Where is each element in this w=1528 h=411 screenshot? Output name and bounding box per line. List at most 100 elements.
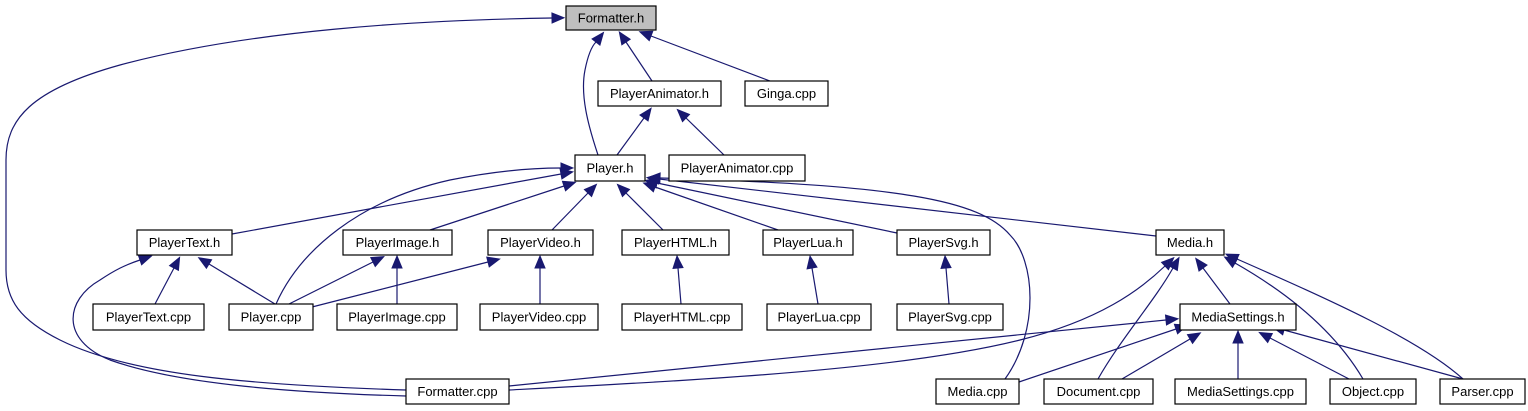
edge-line: [685, 117, 725, 156]
node-playeranimator-cpp[interactable]: PlayerAnimator.cpp: [668, 154, 806, 182]
node-playerimage-cpp[interactable]: PlayerImage.cpp: [336, 303, 458, 331]
node-media-h[interactable]: Media.h: [1155, 229, 1225, 256]
node-label: Formatter.h: [578, 11, 644, 26]
edge-parser_cpp-to-mediasettings_h: [1271, 324, 1464, 380]
node-playervideo-cpp[interactable]: PlayerVideo.cpp: [479, 303, 599, 331]
node-formatter-cpp[interactable]: Formatter.cpp: [405, 378, 510, 405]
node-playerlua-h[interactable]: PlayerLua.h: [762, 229, 854, 256]
arrowhead-icon: [1195, 257, 1208, 272]
arrowhead-icon: [369, 256, 385, 268]
node-box: [621, 303, 743, 331]
edge-line: [72, 259, 407, 397]
node-player-h[interactable]: Player.h: [574, 154, 646, 182]
edge-line: [508, 265, 1166, 391]
node-playervideo-h[interactable]: PlayerVideo.h: [487, 229, 594, 256]
arrowhead-icon: [645, 173, 661, 185]
node-label: MediaSettings.h: [1191, 310, 1284, 325]
node-box: [336, 303, 458, 331]
node-object-cpp[interactable]: Object.cpp: [1329, 378, 1417, 405]
edge-mediasettings_h-to-media_h: [1195, 257, 1231, 305]
arrowhead-icon: [1224, 253, 1240, 265]
node-playersvg-cpp[interactable]: PlayerSvg.cpp: [896, 303, 1004, 331]
node-box: [574, 154, 646, 182]
edge-line: [311, 261, 489, 308]
edge-line: [275, 167, 562, 305]
node-label: Media.h: [1167, 235, 1213, 250]
node-media-cpp[interactable]: Media.cpp: [935, 378, 1020, 405]
edge-ginga_cpp-to-formatter_h: [638, 30, 771, 82]
edge-line: [288, 261, 374, 305]
edge-player_h-to-playeranimator_h: [616, 107, 652, 156]
arrowhead-icon: [1186, 332, 1202, 345]
node-playeranimator-h[interactable]: PlayerAnimator.h: [597, 80, 722, 107]
edge-line: [625, 192, 664, 231]
edge-line: [429, 185, 565, 231]
edge-player_h-to-formatter_h: [582, 31, 605, 156]
arrowhead-icon: [534, 254, 546, 269]
edge-playertext_h-to-player_h: [231, 168, 575, 235]
node-box: [668, 154, 806, 182]
edge-playervideo_h-to-player_h: [551, 183, 598, 231]
node-box: [405, 378, 510, 405]
edge-document_cpp-to-media_h: [1097, 256, 1180, 380]
edge-line: [508, 319, 1167, 387]
node-playersvg-h[interactable]: PlayerSvg.h: [896, 229, 991, 256]
edge-line: [1018, 328, 1177, 383]
node-label: PlayerLua.cpp: [777, 310, 860, 325]
node-mediasettings-h[interactable]: MediaSettings.h: [1179, 303, 1297, 331]
edge-formatter_cpp-to-playertext_h: [72, 254, 407, 397]
node-box: [1439, 378, 1526, 405]
node-ginga-cpp[interactable]: Ginga.cpp: [744, 80, 829, 107]
edge-playeranimator_h-to-formatter_h: [618, 30, 653, 82]
arrowhead-icon: [618, 30, 632, 46]
edge-playerlua_cpp-to-playerlua_h: [806, 254, 819, 305]
node-box: [1329, 378, 1417, 405]
edge-line: [1236, 258, 1464, 380]
node-playerhtml-cpp[interactable]: PlayerHTML.cpp: [621, 303, 743, 331]
node-label: Ginga.cpp: [757, 86, 816, 101]
node-label: PlayerImage.cpp: [348, 310, 446, 325]
edge-playerhtml_cpp-to-playerhtml_h: [672, 254, 684, 305]
node-document-cpp[interactable]: Document.cpp: [1043, 378, 1154, 405]
edge-player_cpp-to-playertext_h: [197, 257, 276, 305]
edge-formatter_cpp-to-mediasettings_h: [508, 314, 1180, 387]
edge-line: [1097, 267, 1174, 380]
node-box: [565, 5, 657, 31]
edge-line: [231, 173, 562, 235]
node-box: [1043, 378, 1154, 405]
node-box: [762, 229, 854, 256]
edge-player_cpp-to-playervideo_h: [311, 256, 501, 308]
arrowhead-icon: [561, 180, 577, 192]
node-label: Formatter.cpp: [417, 384, 497, 399]
edge-playertext_cpp-to-playertext_h: [154, 256, 181, 305]
node-label: Media.cpp: [948, 384, 1008, 399]
edge-line: [811, 267, 819, 305]
edge-line: [654, 186, 779, 231]
node-box: [1174, 378, 1307, 405]
node-parser-cpp[interactable]: Parser.cpp: [1439, 378, 1526, 405]
node-playerhtml-h[interactable]: PlayerHTML.h: [621, 229, 730, 256]
node-mediasettings-cpp[interactable]: MediaSettings.cpp: [1174, 378, 1307, 405]
arrowhead-icon: [1164, 314, 1180, 326]
node-box: [228, 303, 314, 331]
edge-line: [659, 177, 1031, 380]
edge-line: [656, 182, 898, 234]
arrowhead-icon: [486, 256, 501, 268]
node-box: [935, 378, 1020, 405]
node-box: [342, 229, 453, 256]
edge-line: [1283, 329, 1464, 380]
node-player-cpp[interactable]: Player.cpp: [228, 303, 314, 331]
node-box: [597, 80, 722, 107]
arrowhead-icon: [672, 254, 684, 269]
node-playerimage-h[interactable]: PlayerImage.h: [342, 229, 453, 256]
node-formatter-h: Formatter.h: [565, 5, 657, 31]
edge-line: [1121, 338, 1191, 380]
node-box: [136, 229, 233, 256]
edge-mediasettings_cpp-to-mediasettings_h: [1232, 329, 1244, 379]
node-box: [621, 229, 730, 256]
node-playertext-cpp[interactable]: PlayerText.cpp: [92, 303, 205, 331]
node-playertext-h[interactable]: PlayerText.h: [136, 229, 233, 256]
arrowhead-icon: [197, 257, 213, 270]
node-playerlua-cpp[interactable]: PlayerLua.cpp: [766, 303, 872, 331]
